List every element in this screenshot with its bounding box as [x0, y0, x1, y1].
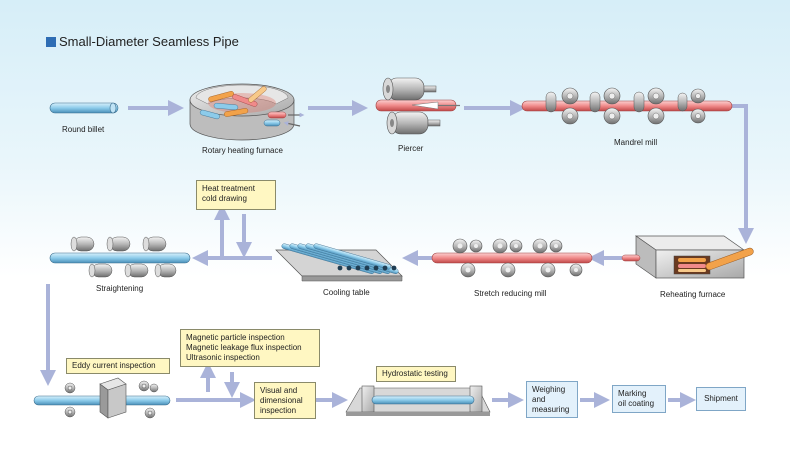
- label-straightening: Straightening: [96, 284, 144, 293]
- shipment-box: Shipment: [696, 387, 746, 411]
- reheating-furnace-illustration: [621, 235, 754, 279]
- mandrel-mill-illustration: [521, 87, 733, 125]
- marking-box: Marking oil coating: [612, 385, 666, 413]
- cooling-table-illustration: [275, 243, 403, 282]
- label-mandrel-mill: Mandrel mill: [614, 138, 658, 147]
- label-cooling-table: Cooling table: [323, 288, 370, 297]
- straightening-illustration: [49, 236, 191, 278]
- visual-inspection-box: Visual and dimensional inspection: [254, 382, 316, 419]
- label-piercer: Piercer: [398, 144, 424, 153]
- round-billet-illustration: [49, 102, 119, 114]
- magnetic-inspection-box: Magnetic particle inspection Magnetic le…: [180, 329, 320, 367]
- hydrostatic-illustration: [345, 385, 491, 416]
- eddy-current-illustration: [33, 377, 171, 419]
- diagram-title: Small-Diameter Seamless Pipe: [46, 34, 239, 49]
- hydrostatic-box: Hydrostatic testing: [376, 366, 456, 382]
- title-square-icon: [46, 37, 56, 47]
- heat-treatment-box: Heat treatment cold drawing: [196, 180, 276, 210]
- piercer-illustration: [375, 77, 460, 135]
- flow-arrows: [40, 100, 754, 408]
- rotary-furnace-illustration: [189, 83, 305, 141]
- label-reheating-furnace: Reheating furnace: [660, 290, 726, 299]
- label-round-billet: Round billet: [62, 125, 105, 134]
- label-rotary-furnace: Rotary heating furnace: [202, 146, 283, 155]
- label-stretch-reducing-mill: Stretch reducing mill: [474, 289, 547, 298]
- arrow-mandrel-to-reheat: [732, 104, 754, 244]
- eddy-current-box: Eddy current inspection: [66, 358, 170, 374]
- weighing-box: Weighing and measuring: [526, 381, 578, 418]
- stretch-reducing-mill-illustration: [431, 238, 593, 278]
